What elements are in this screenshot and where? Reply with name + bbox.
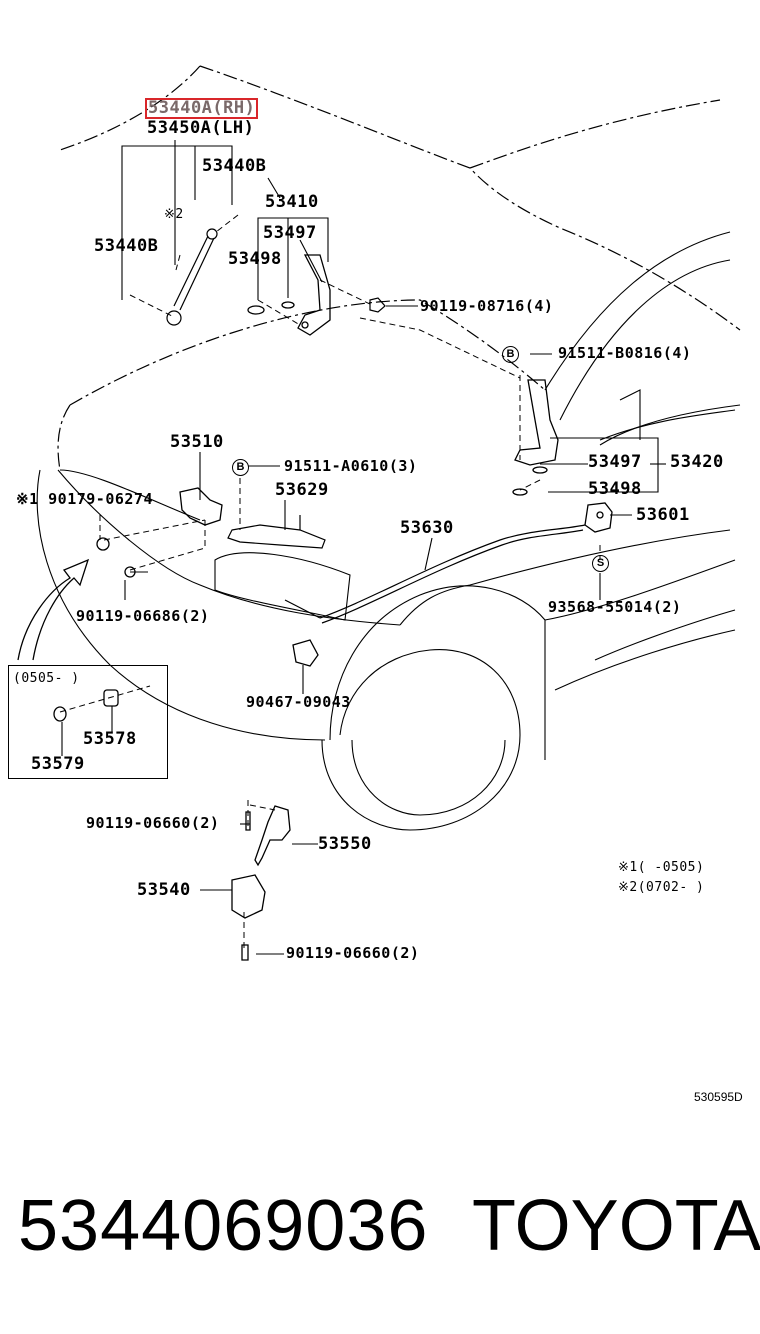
- label-53450A-LH: 53450A(LH): [147, 118, 255, 138]
- label-90467-09043: 90467-09043: [246, 693, 351, 711]
- part-number: 5344069036: [18, 1186, 429, 1266]
- cable-clamp: [292, 639, 319, 667]
- circle-s-marker: S: [592, 555, 609, 572]
- label-53540: 53540: [137, 880, 191, 900]
- hood-outline: [57, 65, 741, 471]
- leader-lines: [61, 140, 666, 955]
- label-53498-top: 53498: [228, 249, 282, 269]
- label-53497-top: 53497: [263, 223, 317, 243]
- hood-hinge: [247, 254, 331, 336]
- inset-box: (0505- ) 53578 53579: [8, 665, 168, 779]
- right-hinge: [512, 379, 559, 496]
- footnote-2: ※2(0702- ): [618, 880, 705, 895]
- footnote-1: ※1( -0505): [618, 860, 705, 875]
- note-2-marker: ※2: [164, 207, 184, 222]
- hood-lock: [231, 874, 266, 961]
- inset-date-range: (0505- ): [13, 671, 80, 686]
- circle-b-marker: B: [502, 346, 519, 363]
- label-53440A-RH: 53440A(RH): [145, 98, 259, 119]
- hood-lock-striker: [245, 805, 291, 867]
- label-90119-06660-top: 90119-06660(2): [86, 814, 220, 832]
- circle-b-marker-2: B: [232, 459, 249, 476]
- label-53410: 53410: [265, 192, 319, 212]
- label-53579: 53579: [31, 754, 85, 774]
- footer: 5344069036 TOYOTA: [18, 1186, 760, 1266]
- release-cable: [284, 524, 586, 624]
- label-90119-06686: 90119-06686(2): [76, 607, 210, 625]
- label-91511-A0610: 91511-A0610(3): [284, 457, 418, 475]
- release-lever: [584, 502, 613, 533]
- dashed-connectors: [59, 214, 601, 950]
- label-90179-06274: ※1 90179-06274: [16, 490, 153, 508]
- label-91511-B0816: 91511-B0816(4): [558, 344, 692, 362]
- hood-strut: [166, 228, 218, 326]
- diagram-reference-code: 530595D: [694, 1090, 743, 1104]
- label-53440B-top: 53440B: [202, 156, 267, 176]
- label-53601: 53601: [636, 505, 690, 525]
- label-53498-right: 53498: [588, 479, 642, 499]
- label-93568-55014: 93568-55014(2): [548, 598, 682, 616]
- label-53420: 53420: [670, 452, 724, 472]
- label-53440B-left: 53440B: [94, 236, 159, 256]
- hood-latch: [96, 487, 223, 578]
- car-body: [36, 231, 741, 831]
- label-53550: 53550: [318, 834, 372, 854]
- label-90119-06660-bottom: 90119-06660(2): [286, 944, 420, 962]
- label-53629: 53629: [275, 480, 329, 500]
- hood-seal: [227, 515, 326, 549]
- diagram-drawing: [17, 65, 741, 961]
- label-53497-right: 53497: [588, 452, 642, 472]
- label-53578: 53578: [83, 729, 137, 749]
- label-53510: 53510: [170, 432, 224, 452]
- brand-name: TOYOTA: [472, 1186, 760, 1266]
- label-90119-08716: 90119-08716(4): [420, 297, 554, 315]
- pointer-arrow: [17, 558, 90, 661]
- inset-parts: [53, 689, 119, 722]
- bolt-90119-08716: [369, 297, 386, 313]
- parts-diagram: 53440A(RH) 53450A(LH) 53440B ※2 53440B 5…: [8, 65, 741, 962]
- label-53630: 53630: [400, 518, 454, 538]
